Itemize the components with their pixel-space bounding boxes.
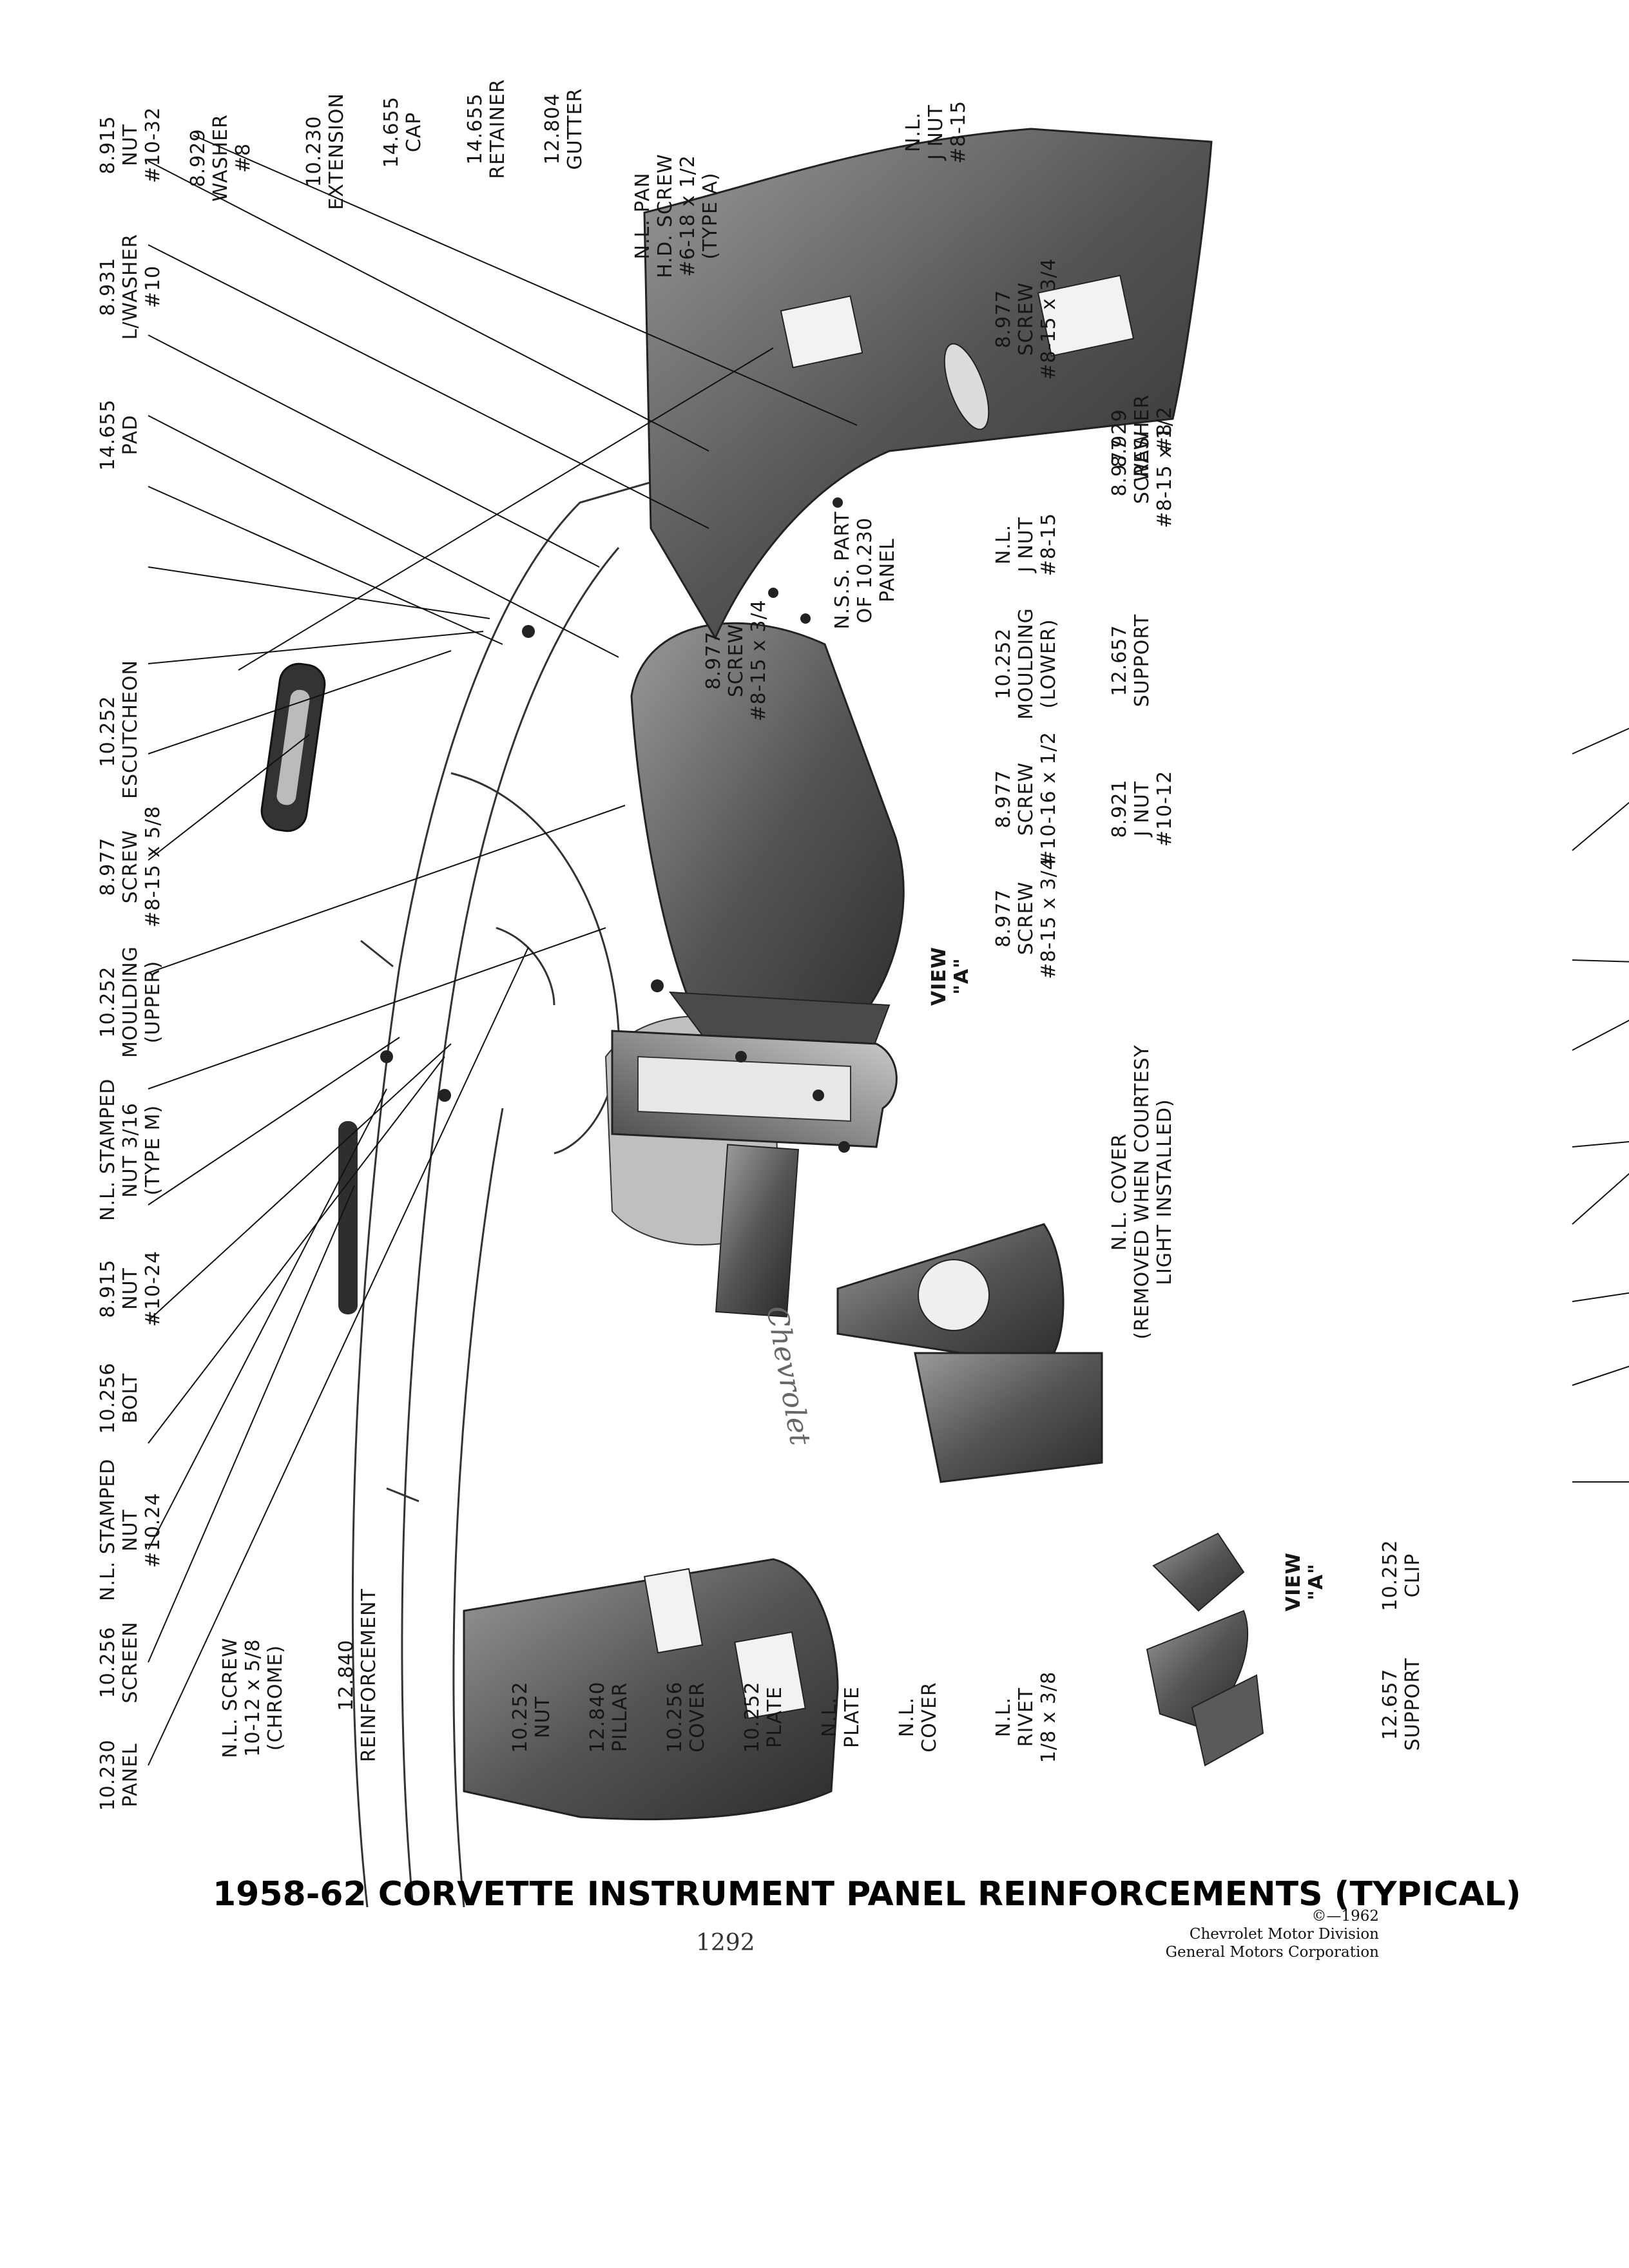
- label-nl-j-nut-mid: N.L.J NUT#8-15: [992, 512, 1060, 577]
- screen-part: [338, 1121, 358, 1314]
- view-a-label-main: VIEW"A": [928, 947, 973, 1006]
- credit-line-2: General Motors Corporation: [1165, 1944, 1379, 1961]
- view-a-label-detail: VIEW"A": [1282, 1552, 1327, 1611]
- lower-cover: [914, 1352, 1103, 1483]
- credit-line-1: Chevrolet Motor Division: [1189, 1926, 1379, 1943]
- copyright-credit: ©—1962 Chevrolet Motor Division General …: [1083, 1907, 1379, 1961]
- label-nl-plate: N.L.PLATE: [818, 1686, 863, 1748]
- label-nl-j-nut-top: N.L.J NUT#8-15: [902, 100, 970, 164]
- hardware-fasteners: [380, 497, 850, 1153]
- view-a-detail: [1146, 1532, 1264, 1767]
- leader-lines: [148, 135, 1629, 1766]
- label-nl-cover: N.L.COVER: [896, 1682, 941, 1753]
- instrument-panel-outline: [351, 450, 761, 1908]
- page-number: 1292: [696, 1930, 755, 1956]
- right-pillar: [643, 128, 1213, 640]
- page-title: 1958-62 CORVETTE INSTRUMENT PANEL REINFO…: [213, 1875, 1521, 1914]
- left-pillar: [463, 1558, 839, 1821]
- plate-part: [715, 1144, 800, 1318]
- copyright-year: ©—1962: [1311, 1908, 1379, 1925]
- lower-moulding: [611, 1030, 898, 1148]
